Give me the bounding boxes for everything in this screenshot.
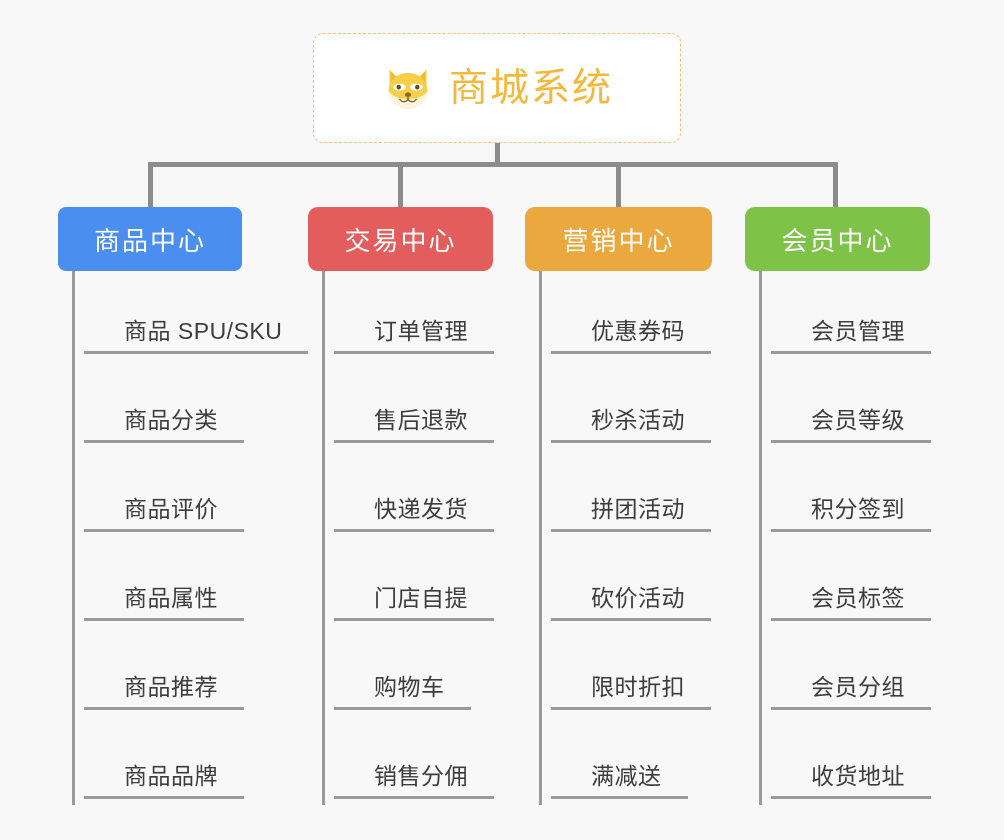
root-node[interactable]: 商城系统: [313, 33, 681, 143]
leaf-label: 会员等级: [771, 401, 931, 443]
leaf-label: 购物车: [334, 668, 471, 710]
connector-spine-3: [539, 271, 542, 805]
category-column-trade: 交易中心 订单管理 售后退款 快递发货 门店自提 购物车 销售分佣: [308, 207, 494, 805]
leaf-label: 秒杀活动: [551, 401, 711, 443]
list-item[interactable]: 购物车: [322, 627, 493, 716]
leaf-label: 优惠券码: [551, 312, 711, 354]
leaf-label: 销售分佣: [334, 757, 494, 799]
list-item[interactable]: 商品评价: [72, 449, 244, 538]
connector-drop-4: [833, 162, 838, 207]
leaf-label: 商品品牌: [84, 757, 244, 799]
list-item[interactable]: 商品推荐: [72, 627, 244, 716]
leaf-label: 商品分类: [84, 401, 244, 443]
category-column-marketing: 营销中心 优惠券码 秒杀活动 拼团活动 砍价活动 限时折扣 满减送: [525, 207, 712, 805]
list-item[interactable]: 积分签到: [759, 449, 931, 538]
leaf-label: 售后退款: [334, 401, 494, 443]
leaf-label: 订单管理: [334, 312, 494, 354]
category-header-marketing[interactable]: 营销中心: [525, 207, 712, 271]
list-item[interactable]: 会员等级: [759, 360, 931, 449]
category-header-trade[interactable]: 交易中心: [308, 207, 493, 271]
shiba-dog-face-icon: [388, 69, 428, 110]
list-item[interactable]: 限时折扣: [539, 627, 712, 716]
list-item[interactable]: 会员管理: [759, 271, 931, 360]
list-item[interactable]: 商品品牌: [72, 716, 244, 805]
connector-drop-3: [616, 162, 621, 207]
list-item[interactable]: 销售分佣: [322, 716, 494, 805]
list-item[interactable]: 快递发货: [322, 449, 494, 538]
leaf-label: 积分签到: [771, 490, 931, 532]
leaf-label: 商品推荐: [84, 668, 244, 710]
leaf-label: 拼团活动: [551, 490, 711, 532]
connector-spine-2: [322, 271, 325, 805]
list-item[interactable]: 满减送: [539, 716, 712, 805]
list-item[interactable]: 收货地址: [759, 716, 931, 805]
list-item[interactable]: 优惠券码: [539, 271, 712, 360]
leaf-label: 会员标签: [771, 579, 931, 621]
connector-drop-2: [398, 162, 403, 207]
leaf-stack-marketing: 优惠券码 秒杀活动 拼团活动 砍价活动 限时折扣 满减送: [525, 271, 712, 805]
list-item[interactable]: 会员分组: [759, 627, 931, 716]
leaf-label: 收货地址: [771, 757, 931, 799]
leaf-stack-member: 会员管理 会员等级 积分签到 会员标签 会员分组 收货地址: [745, 271, 931, 805]
leaf-label: 快递发货: [334, 490, 494, 532]
list-item[interactable]: 售后退款: [322, 360, 494, 449]
category-header-member[interactable]: 会员中心: [745, 207, 930, 271]
leaf-label: 门店自提: [334, 579, 494, 621]
connector-drop-1: [148, 162, 153, 207]
list-item[interactable]: 拼团活动: [539, 449, 712, 538]
leaf-label: 商品评价: [84, 490, 244, 532]
category-column-product: 商品中心 商品 SPU/SKU 商品分类 商品评价 商品属性 商品推荐 商品品牌: [58, 207, 309, 805]
leaf-label: 砍价活动: [551, 579, 711, 621]
list-item[interactable]: 会员标签: [759, 538, 931, 627]
list-item[interactable]: 订单管理: [322, 271, 494, 360]
leaf-label: 满减送: [551, 757, 688, 799]
category-header-label: 会员中心: [781, 225, 894, 256]
leaf-label: 商品 SPU/SKU: [84, 312, 309, 354]
leaf-label: 限时折扣: [551, 668, 711, 710]
leaf-stack-product: 商品 SPU/SKU 商品分类 商品评价 商品属性 商品推荐 商品品牌: [58, 271, 309, 805]
root-title: 商城系统: [448, 66, 613, 110]
connector-spine-1: [72, 271, 75, 805]
leaf-stack-trade: 订单管理 售后退款 快递发货 门店自提 购物车 销售分佣: [308, 271, 494, 805]
list-item[interactable]: 商品 SPU/SKU: [72, 271, 309, 360]
list-item[interactable]: 商品属性: [72, 538, 244, 627]
category-header-label: 营销中心: [562, 225, 675, 256]
connector-root-stem: [495, 143, 500, 165]
connector-horizontal-bar: [150, 162, 838, 167]
list-item[interactable]: 秒杀活动: [539, 360, 712, 449]
leaf-label: 商品属性: [84, 579, 244, 621]
connector-spine-4: [759, 271, 762, 805]
category-header-label: 交易中心: [344, 225, 457, 256]
list-item[interactable]: 门店自提: [322, 538, 494, 627]
category-header-product[interactable]: 商品中心: [58, 207, 242, 271]
category-header-label: 商品中心: [93, 225, 206, 256]
leaf-label: 会员管理: [771, 312, 931, 354]
list-item[interactable]: 砍价活动: [539, 538, 712, 627]
category-column-member: 会员中心 会员管理 会员等级 积分签到 会员标签 会员分组 收货地址: [745, 207, 931, 805]
leaf-label: 会员分组: [771, 668, 931, 710]
list-item[interactable]: 商品分类: [72, 360, 244, 449]
